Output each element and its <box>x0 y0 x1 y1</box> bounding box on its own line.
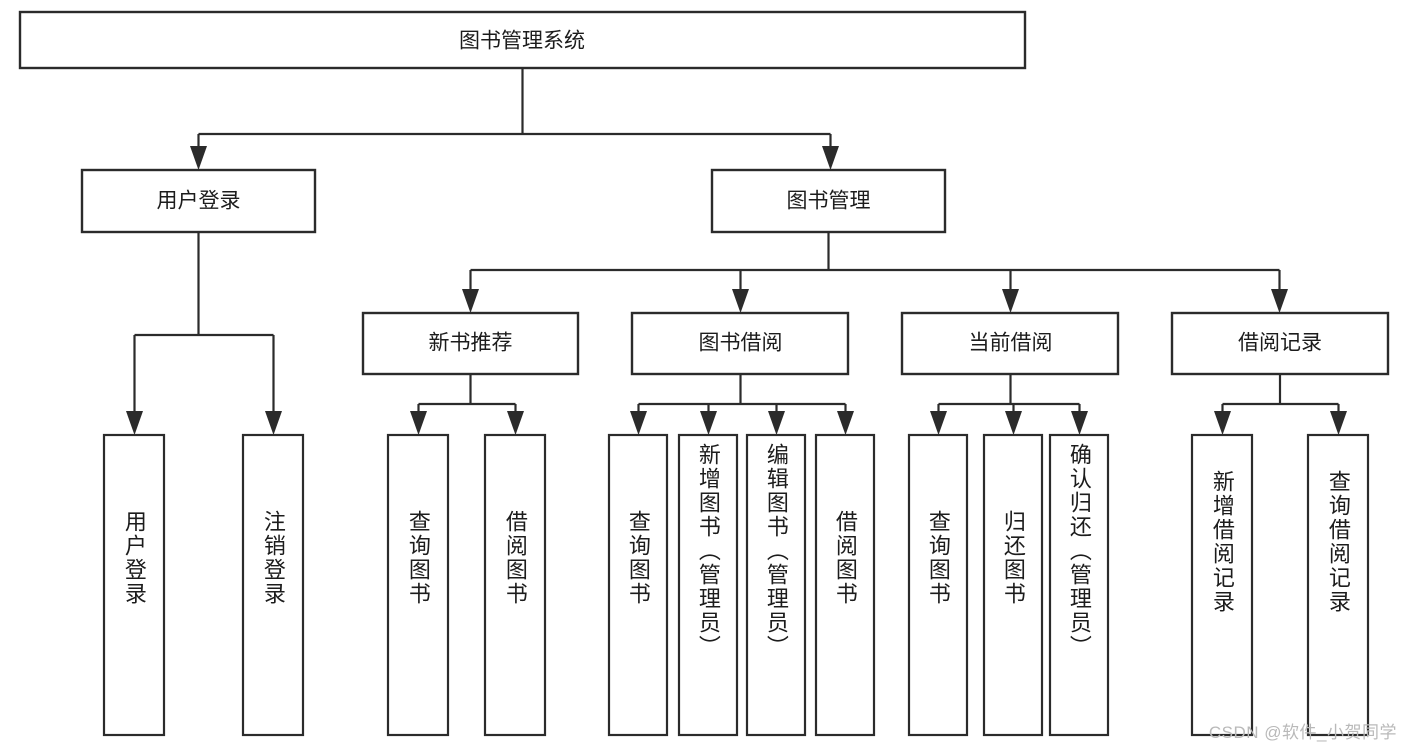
node-root-label: 图书管理系统 <box>459 30 585 53</box>
node-borrow-records[interactable]: 借阅记录 <box>1170 311 1390 376</box>
node-book-borrow[interactable]: 图书借阅 <box>630 311 850 376</box>
node-new-book-recommend[interactable]: 新书推荐 <box>361 311 580 376</box>
leaf-add-book-admin-rect <box>677 433 739 737</box>
node-new-book-recommend-rect <box>361 311 580 376</box>
leaf-node-logout[interactable] <box>241 433 305 737</box>
leaf-node-query-book-3[interactable] <box>907 433 969 737</box>
node-user-login-rect <box>80 168 317 234</box>
node-user-login-label: 用户登录 <box>157 190 241 213</box>
connector-borrow-records-to-leaves <box>1214 374 1347 435</box>
leaf-node-add-book-admin[interactable] <box>677 433 739 737</box>
leaf-query-book-3-rect <box>907 433 969 737</box>
leaf-add-borrow-record-rect <box>1190 433 1254 737</box>
connector-book-management-to-level3 <box>462 232 1288 313</box>
connector-current-borrow-to-leaves <box>930 374 1088 435</box>
leaf-node-query-book-2[interactable] <box>607 433 669 737</box>
leaf-edit-book-admin-rect <box>745 433 807 737</box>
node-current-borrow-label: 当前借阅 <box>969 332 1053 355</box>
node-book-management-label: 图书管理 <box>787 190 871 213</box>
leaf-borrow-book-2-rect <box>814 433 876 737</box>
leaf-return-book-rect <box>982 433 1044 737</box>
node-current-borrow-rect <box>900 311 1120 376</box>
leaf-query-book-1-rect <box>386 433 450 737</box>
leaf-node-borrow-book-1[interactable] <box>483 433 547 737</box>
leaf-query-borrow-record-rect <box>1306 433 1370 737</box>
leaf-node-borrow-book-2[interactable] <box>814 433 876 737</box>
connector-book-borrow-to-leaves <box>630 374 854 435</box>
leaf-node-query-borrow-record[interactable] <box>1306 433 1370 737</box>
leaf-node-query-book-1[interactable] <box>386 433 450 737</box>
leaf-node-add-borrow-record[interactable] <box>1190 433 1254 737</box>
csdn-watermark: CSDN @软件_小贺同学 <box>1208 723 1397 742</box>
connector-root-to-level2 <box>190 68 839 170</box>
node-root[interactable]: 图书管理系统 <box>18 10 1027 70</box>
node-book-borrow-label: 图书借阅 <box>699 332 783 355</box>
leaf-node-confirm-return-admin[interactable] <box>1048 433 1110 737</box>
connector-user-login-to-leaves <box>126 232 282 435</box>
node-book-management[interactable]: 图书管理 <box>710 168 947 234</box>
node-borrow-records-label: 借阅记录 <box>1238 332 1322 355</box>
leaf-query-book-2-rect <box>607 433 669 737</box>
connector-new-book-recommend-to-leaves <box>410 374 524 435</box>
leaf-borrow-book-1-rect <box>483 433 547 737</box>
leaf-confirm-return-admin-rect <box>1048 433 1110 737</box>
node-new-book-recommend-label: 新书推荐 <box>429 332 513 355</box>
leaf-node-return-book[interactable] <box>982 433 1044 737</box>
leaf-user-login-rect <box>102 433 166 737</box>
node-current-borrow[interactable]: 当前借阅 <box>900 311 1120 376</box>
leaf-node-user-login[interactable] <box>102 433 166 737</box>
leaf-logout-rect <box>241 433 305 737</box>
node-root-rect <box>18 10 1027 70</box>
node-user-login[interactable]: 用户登录 <box>80 168 317 234</box>
leaf-node-edit-book-admin[interactable] <box>745 433 807 737</box>
